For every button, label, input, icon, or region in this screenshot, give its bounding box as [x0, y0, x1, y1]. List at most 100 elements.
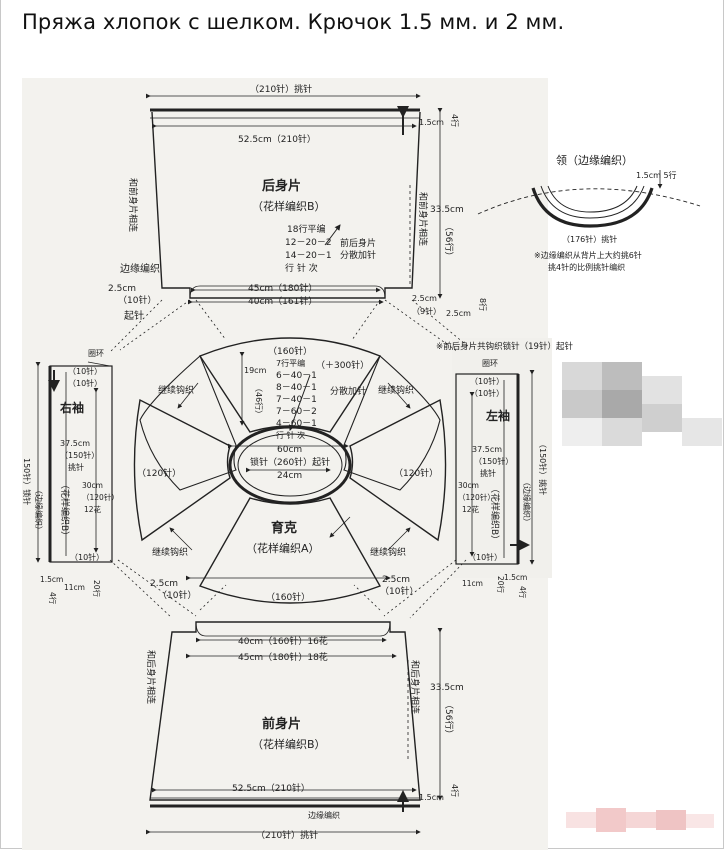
yoke-row-2: 8－40－1: [276, 383, 317, 393]
collar-title: 领（边缘编织）: [556, 153, 633, 167]
yoke-split: 分散加针: [330, 385, 366, 397]
back-corner-right-2: 2.5cm: [446, 309, 471, 318]
left-sleeve-b3: 1.5cm: [504, 573, 527, 582]
front-border-label: 边缘编织: [308, 810, 340, 820]
right-sleeve-ring: 圈环: [88, 349, 104, 358]
right-sleeve-outer: 150针）锁针: [22, 458, 32, 505]
yoke-pattern: （花样编织A）: [246, 541, 320, 555]
left-sleeve-b1: 11cm: [462, 579, 483, 588]
yoke-right-st: （120针）: [394, 467, 438, 479]
right-sleeve-b4: 4行: [48, 592, 58, 605]
right-sleeve-st-1: （10针）: [68, 366, 102, 376]
yoke-rows-total: （46行）: [254, 384, 264, 418]
yoke-neck-inner: 24cm: [277, 471, 302, 481]
back-bottom-1: 45cm（180针）: [248, 282, 317, 294]
yoke-row-3: 7－40－1: [276, 395, 317, 405]
yoke-row-1: 6－40－1: [276, 371, 317, 381]
yoke-corner-st-left: （10针）: [158, 589, 196, 601]
collar-diagram: [477, 170, 701, 228]
left-sleeve-title: 左袖: [485, 408, 510, 423]
left-sleeve-st-2: （10针）: [470, 388, 504, 398]
yoke-neck-st: 锁针（260针）起针: [250, 456, 330, 468]
back-split-2: 分散加针: [340, 249, 376, 261]
back-corner-right-cm: 2.5cm: [412, 294, 437, 303]
yoke-neck-cm: 60cm: [277, 445, 302, 455]
photo-right-wing: [452, 338, 552, 578]
right-sleeve-pick: 挑针: [68, 462, 84, 472]
front-title: 前身片: [262, 716, 301, 732]
yoke-row-5: 4－60－1: [276, 419, 317, 429]
back-title: 后身片: [262, 178, 301, 194]
back-top-stitches: （210针）挑针: [250, 83, 312, 95]
yoke-continue-tl: 继续钩织: [158, 384, 194, 396]
collar-note-2: 挑4针的比例挑针编织: [548, 262, 625, 272]
back-border-label: 边缘编织: [120, 262, 160, 275]
front-bottom-stitches: （210针）挑针: [256, 829, 318, 841]
left-sleeve-ring: 圈环: [482, 359, 498, 368]
back-shaping-4: 行 针 次: [285, 262, 318, 274]
collar-size: 1.5cm 5行: [636, 170, 677, 180]
yoke-note-top: ※前后身片共钩织锁针（19针）起针: [436, 341, 573, 352]
left-sleeve-inner-st: （120针）: [458, 492, 495, 502]
back-edge-rows: 4行: [450, 114, 460, 127]
yoke-plus: （＋300针）: [316, 359, 369, 371]
right-sleeve-panel: [35, 361, 113, 563]
yoke-continue-tr: 继续钩织: [378, 384, 414, 396]
right-sleeve-b2: 11cm: [64, 583, 85, 592]
back-height: 33.5cm: [430, 205, 464, 215]
pixelated-watermark: [562, 362, 722, 446]
right-sleeve-inner-rows: 12花: [84, 504, 102, 514]
right-sleeve-border: （边缘编织）: [34, 486, 44, 534]
yoke-bottom-st: （160针）: [266, 591, 310, 603]
right-sleeve-b1: 1.5cm: [40, 575, 63, 584]
back-corner-right-st: （9针）: [412, 306, 441, 316]
right-sleeve-b3: 20行: [92, 580, 102, 598]
back-bottom-2: 40cm（161针）: [248, 295, 317, 307]
back-shaping-3: 14－20－1: [285, 251, 332, 261]
left-sleeve-panel: [455, 370, 535, 565]
back-pattern: （花样编织B）: [252, 199, 326, 213]
yoke-top-st: （160针）: [268, 345, 312, 357]
left-sleeve-bottom-st: （10针）: [468, 552, 502, 562]
yoke-continue-br: 继续钩织: [370, 546, 406, 558]
back-corner-left-st: （10针）: [118, 294, 156, 306]
front-bottom-width: 52.5cm（210针）: [232, 782, 310, 794]
right-sleeve-title: 右袖: [59, 400, 84, 415]
yoke-title: 育克: [271, 520, 297, 536]
back-side-left: 和前身片相连: [127, 178, 139, 232]
yoke-top-rows: 7行平编: [276, 358, 305, 368]
right-sleeve-bottom-st: （10针）: [70, 552, 104, 562]
front-side-left: 和后身片相连: [145, 650, 157, 704]
back-edge-cm: 1.5cm: [419, 118, 444, 127]
left-sleeve-pick: 挑针: [480, 468, 496, 478]
left-sleeve-b2: 20行: [496, 576, 506, 594]
yoke-height: 19cm: [244, 366, 267, 375]
pixelated-watermark-pink: [566, 808, 714, 832]
yoke-corner-cm-right: 2.5cm: [382, 575, 410, 585]
right-sleeve-inner-cm: 30cm: [82, 481, 103, 490]
front-top-2: 45cm（180针）18花: [238, 651, 328, 663]
front-edge-rows: 4行: [450, 784, 460, 797]
front-side-right: 和后身片相连: [409, 660, 421, 714]
front-panel: [146, 621, 443, 835]
back-shaping-1: 18行平编: [287, 223, 325, 235]
back-split-1: 前后身片: [340, 237, 376, 249]
yoke-continue-bl: 继续钩织: [152, 546, 188, 558]
right-sleeve-pattern: （花样编织B）: [59, 480, 71, 540]
left-sleeve-st: （150针）: [474, 456, 513, 466]
front-rows: （56行）: [443, 700, 455, 738]
right-sleeve-cm: 37.5cm: [60, 439, 90, 448]
left-sleeve-pattern: （花样编织B）: [489, 484, 501, 544]
front-pattern: （花样编织B）: [252, 737, 326, 751]
left-sleeve-inner-cm: 30cm: [458, 481, 479, 490]
yoke-left-st: （120针）: [137, 467, 181, 479]
yoke-row-4: 7－60－2: [276, 407, 317, 417]
left-sleeve-outer: （150针）挑针: [538, 440, 548, 495]
left-sleeve-st-1: （10针）: [470, 376, 504, 386]
left-sleeve-cm: 37.5cm: [472, 445, 502, 454]
back-corner-left-word: 起针: [124, 309, 144, 322]
front-top-1: 40cm（160针）16花: [238, 635, 328, 647]
dotted-connectors: [109, 299, 471, 619]
collar-note-1: ※边缘编织从背片上大约挑6针: [534, 250, 642, 260]
